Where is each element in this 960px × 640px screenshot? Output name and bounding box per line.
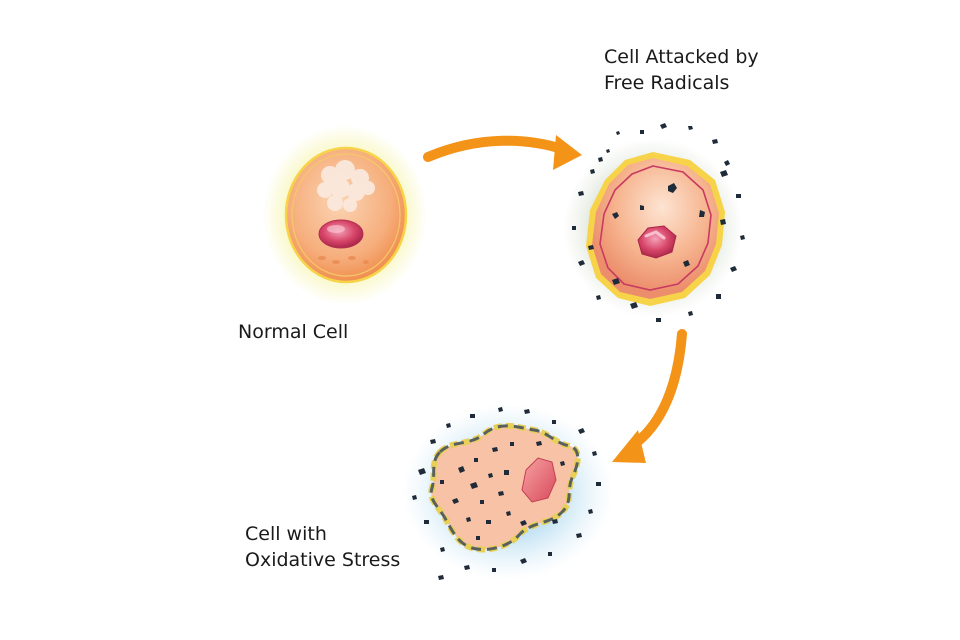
label-attacked-line2: Free Radicals: [604, 72, 730, 94]
attacked-cell: [563, 123, 745, 322]
label-attacked-cell: Cell Attacked by Free Radicals: [604, 44, 759, 96]
oxidative-stress-cell: [403, 404, 613, 580]
arrow-head-2: [612, 430, 646, 463]
label-attacked-line1: Cell Attacked by: [604, 46, 759, 68]
label-normal-cell-text: Normal Cell: [238, 321, 349, 343]
arrow-head-1: [553, 135, 582, 170]
arrow-normal-to-attacked: [423, 135, 570, 162]
label-stress-line2: Oxidative Stress: [245, 549, 401, 571]
normal-cell: [263, 125, 427, 305]
label-stress-line1: Cell with: [245, 523, 327, 545]
label-stress-cell: Cell with Oxidative Stress: [245, 521, 400, 573]
label-normal-cell: Normal Cell: [238, 319, 348, 345]
arrow-attacked-to-stress: [627, 329, 687, 451]
